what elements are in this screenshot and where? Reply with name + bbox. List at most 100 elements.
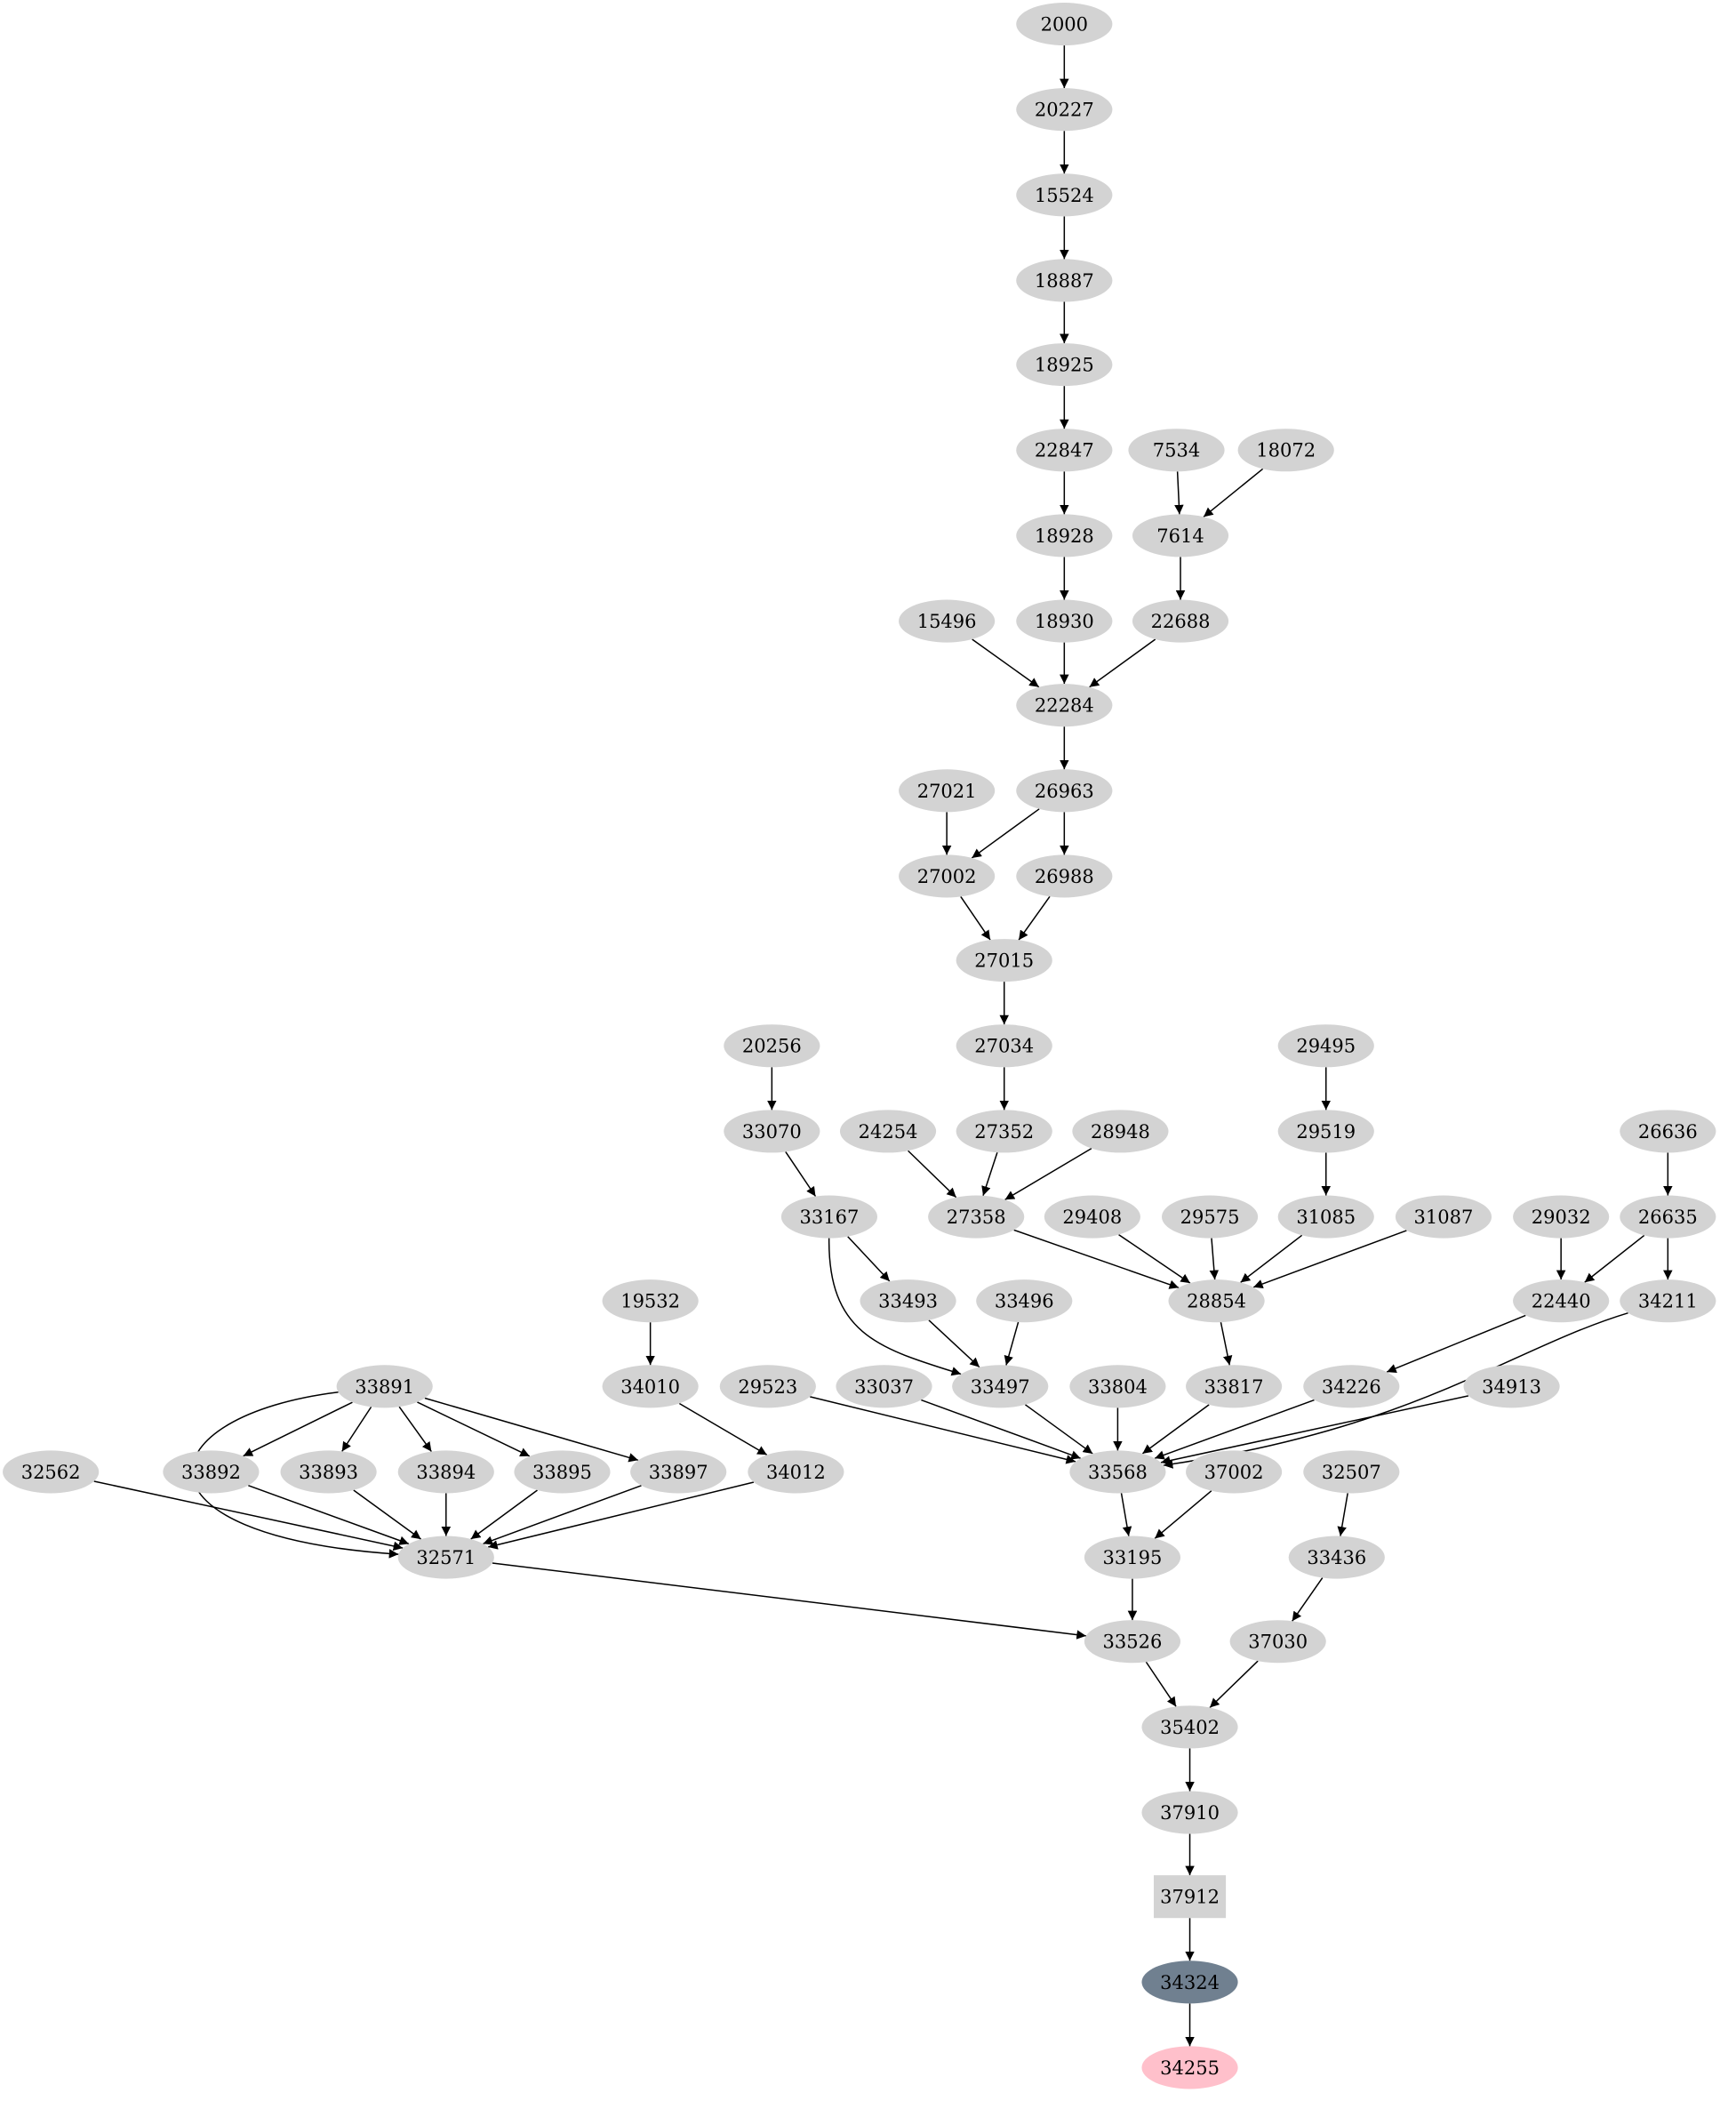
node-label: 34255 xyxy=(1160,2057,1220,2079)
graph-node[interactable]: 34324 xyxy=(1141,1961,1238,2004)
node-ellipse-shape xyxy=(514,1450,611,1494)
node-ellipse-shape xyxy=(1016,343,1113,387)
graph-node[interactable]: 33195 xyxy=(1084,1536,1181,1579)
graph-node[interactable]: 7534 xyxy=(1128,429,1225,472)
graph-node[interactable]: 32507 xyxy=(1303,1450,1400,1494)
graph-node[interactable]: 33891 xyxy=(336,1365,433,1408)
node-label: 18072 xyxy=(1256,439,1316,461)
graph-node[interactable]: 27002 xyxy=(899,854,996,898)
graph-node[interactable]: 18072 xyxy=(1237,429,1334,472)
graph-node[interactable]: 31087 xyxy=(1395,1195,1492,1239)
node-ellipse-shape xyxy=(1395,1195,1492,1239)
edge-24254-to-27358 xyxy=(908,1150,957,1199)
graph-node[interactable]: 28854 xyxy=(1168,1279,1265,1323)
graph-node[interactable]: 15524 xyxy=(1016,173,1113,217)
graph-node[interactable]: 33167 xyxy=(780,1195,878,1239)
graph-node[interactable]: 26635 xyxy=(1620,1195,1716,1239)
node-label: 7614 xyxy=(1156,525,1204,547)
graph-node[interactable]: 26636 xyxy=(1620,1110,1716,1153)
node-ellipse-shape xyxy=(1069,1450,1166,1494)
edge-33493-to-33497 xyxy=(928,1319,980,1368)
graph-node[interactable]: 29032 xyxy=(1513,1195,1610,1239)
graph-node[interactable]: 33070 xyxy=(724,1110,820,1153)
graph-node[interactable]: 22440 xyxy=(1513,1279,1610,1323)
graph-node[interactable]: 27021 xyxy=(899,769,996,813)
graph-node[interactable]: 34010 xyxy=(602,1365,699,1408)
graph-node[interactable]: 31085 xyxy=(1277,1195,1374,1239)
node-label: 34211 xyxy=(1638,1290,1698,1312)
node-ellipse-shape xyxy=(336,1365,433,1408)
node-ellipse-shape xyxy=(1132,514,1229,557)
graph-node[interactable]: 7614 xyxy=(1132,514,1229,557)
graph-node[interactable]: 29408 xyxy=(1044,1195,1140,1239)
graph-node[interactable]: 20227 xyxy=(1016,88,1113,132)
node-ellipse-shape xyxy=(397,1450,494,1494)
graph-node[interactable]: 37910 xyxy=(1141,1791,1238,1834)
graph-node[interactable]: 33893 xyxy=(280,1450,377,1494)
graph-node[interactable]: 37912 xyxy=(1153,1875,1227,1919)
graph-node[interactable]: 33897 xyxy=(630,1450,727,1494)
graph-node[interactable]: 33496 xyxy=(976,1279,1073,1323)
graph-node[interactable]: 26963 xyxy=(1016,769,1113,813)
graph-node[interactable]: 34211 xyxy=(1620,1279,1716,1323)
graph-node[interactable]: 33568 xyxy=(1069,1450,1166,1494)
graph-node[interactable]: 33526 xyxy=(1084,1620,1181,1664)
graph-node[interactable]: 34012 xyxy=(748,1450,844,1494)
graph-node[interactable]: 33436 xyxy=(1288,1536,1385,1579)
node-ellipse-shape xyxy=(1016,854,1113,898)
node-label: 35402 xyxy=(1160,1716,1220,1738)
graph-node[interactable]: 37030 xyxy=(1229,1620,1326,1664)
graph-node[interactable]: 19532 xyxy=(602,1279,699,1323)
graph-node[interactable]: 24254 xyxy=(839,1110,937,1153)
graph-node[interactable]: 33037 xyxy=(836,1365,932,1408)
graph-node[interactable]: 34913 xyxy=(1463,1365,1560,1408)
graph-node[interactable]: 18928 xyxy=(1016,514,1113,557)
graph-node[interactable]: 29495 xyxy=(1277,1024,1374,1068)
edge-33167-to-33497 xyxy=(828,1238,962,1376)
graph-node[interactable]: 15496 xyxy=(899,599,996,643)
graph-node[interactable]: 29523 xyxy=(719,1365,816,1408)
graph-node[interactable]: 18925 xyxy=(1016,343,1113,387)
node-label: 37912 xyxy=(1160,1886,1220,1908)
graph-node[interactable]: 34226 xyxy=(1303,1365,1400,1408)
graph-node[interactable]: 27358 xyxy=(928,1195,1025,1239)
node-label: 26963 xyxy=(1035,780,1094,802)
graph-node[interactable]: 35402 xyxy=(1141,1705,1238,1749)
graph-node[interactable]: 22847 xyxy=(1016,429,1113,472)
graph-node[interactable]: 32571 xyxy=(397,1536,494,1579)
graph-node[interactable]: 28948 xyxy=(1072,1110,1169,1153)
graph-node[interactable]: 27352 xyxy=(956,1110,1052,1153)
graph-node[interactable]: 33497 xyxy=(952,1365,1049,1408)
graph-node[interactable]: 32562 xyxy=(3,1450,100,1494)
graph-node[interactable]: 33493 xyxy=(860,1279,956,1323)
node-label: 18887 xyxy=(1035,269,1094,292)
graph-node[interactable]: 34255 xyxy=(1141,2046,1238,2089)
graph-node[interactable]: 33804 xyxy=(1069,1365,1166,1408)
node-label: 32562 xyxy=(21,1461,81,1483)
graph-node[interactable]: 18887 xyxy=(1016,259,1113,302)
graph-node[interactable]: 29519 xyxy=(1277,1110,1374,1153)
graph-node[interactable]: 22688 xyxy=(1132,599,1229,643)
node-label: 29032 xyxy=(1532,1206,1591,1228)
graph-node[interactable]: 33817 xyxy=(1186,1365,1283,1408)
node-label: 33195 xyxy=(1103,1546,1163,1568)
graph-node[interactable]: 33895 xyxy=(514,1450,611,1494)
node-ellipse-shape xyxy=(1229,1620,1326,1664)
graph-node[interactable]: 20256 xyxy=(724,1024,820,1068)
graph-node[interactable]: 33894 xyxy=(397,1450,494,1494)
graph-node[interactable]: 27034 xyxy=(956,1024,1052,1068)
graph-node[interactable]: 37002 xyxy=(1186,1450,1283,1494)
graph-node[interactable]: 29575 xyxy=(1161,1195,1259,1239)
node-ellipse-shape xyxy=(1044,1195,1140,1239)
nodes-layer: 2000 20227 15524 18887 18925 22847 7534 18072 18… xyxy=(3,3,1716,2089)
graph-node[interactable]: 18930 xyxy=(1016,599,1113,643)
graph-node[interactable]: 33892 xyxy=(163,1450,260,1494)
graph-node[interactable]: 2000 xyxy=(1016,3,1113,46)
graph-node[interactable]: 22284 xyxy=(1016,684,1113,727)
node-ellipse-shape xyxy=(1288,1536,1385,1579)
node-label: 33037 xyxy=(854,1375,914,1398)
graph-node[interactable]: 27015 xyxy=(956,939,1052,982)
graph-node[interactable]: 26988 xyxy=(1016,854,1113,898)
node-ellipse-shape xyxy=(1016,684,1113,727)
